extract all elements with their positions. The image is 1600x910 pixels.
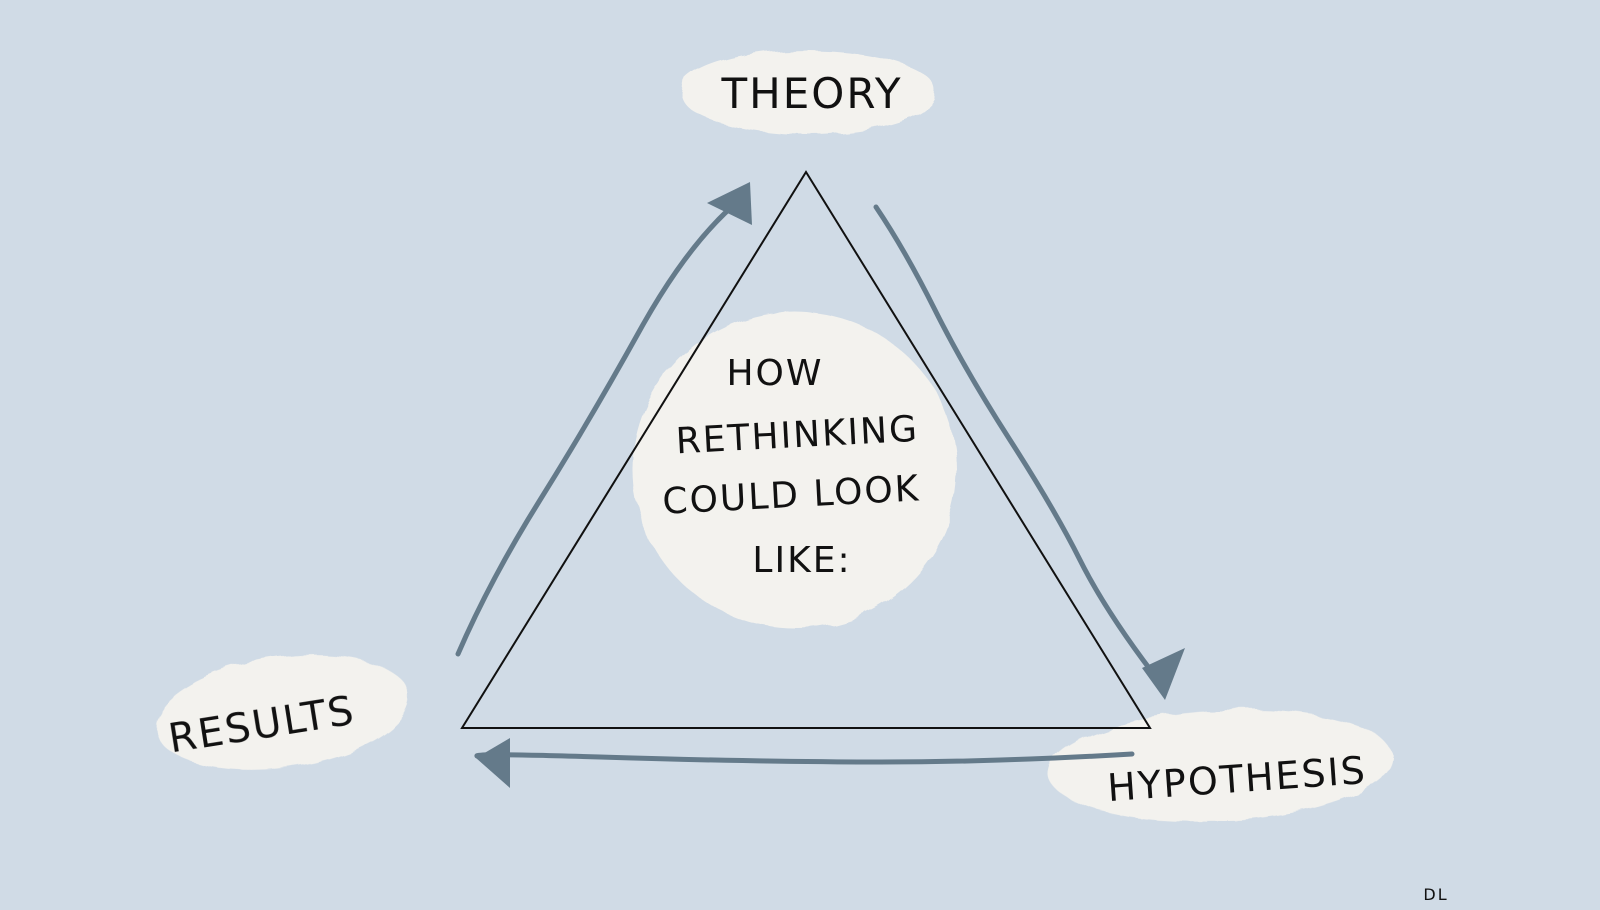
hypothesis-blob [1048, 709, 1392, 821]
results-blob [155, 654, 409, 770]
center-line-1: HOW [726, 353, 823, 394]
center-line-4: LIKE: [752, 540, 851, 581]
center-heading: HOW RETHINKING COULD LOOK LIKE: [661, 353, 921, 581]
center-blob [633, 312, 957, 628]
theory-blob [680, 50, 936, 134]
arrowhead-theory [707, 182, 752, 225]
arrow-results-to-theory [455, 195, 745, 657]
cycle-triangle [460, 170, 1152, 729]
theory-label: THEORY [721, 69, 903, 118]
arrow-theory-to-hypothesis [873, 204, 1155, 675]
arrowhead-hypothesis [1142, 648, 1185, 700]
arrowhead-results [476, 738, 510, 788]
artist-signature: DL [1423, 885, 1448, 904]
